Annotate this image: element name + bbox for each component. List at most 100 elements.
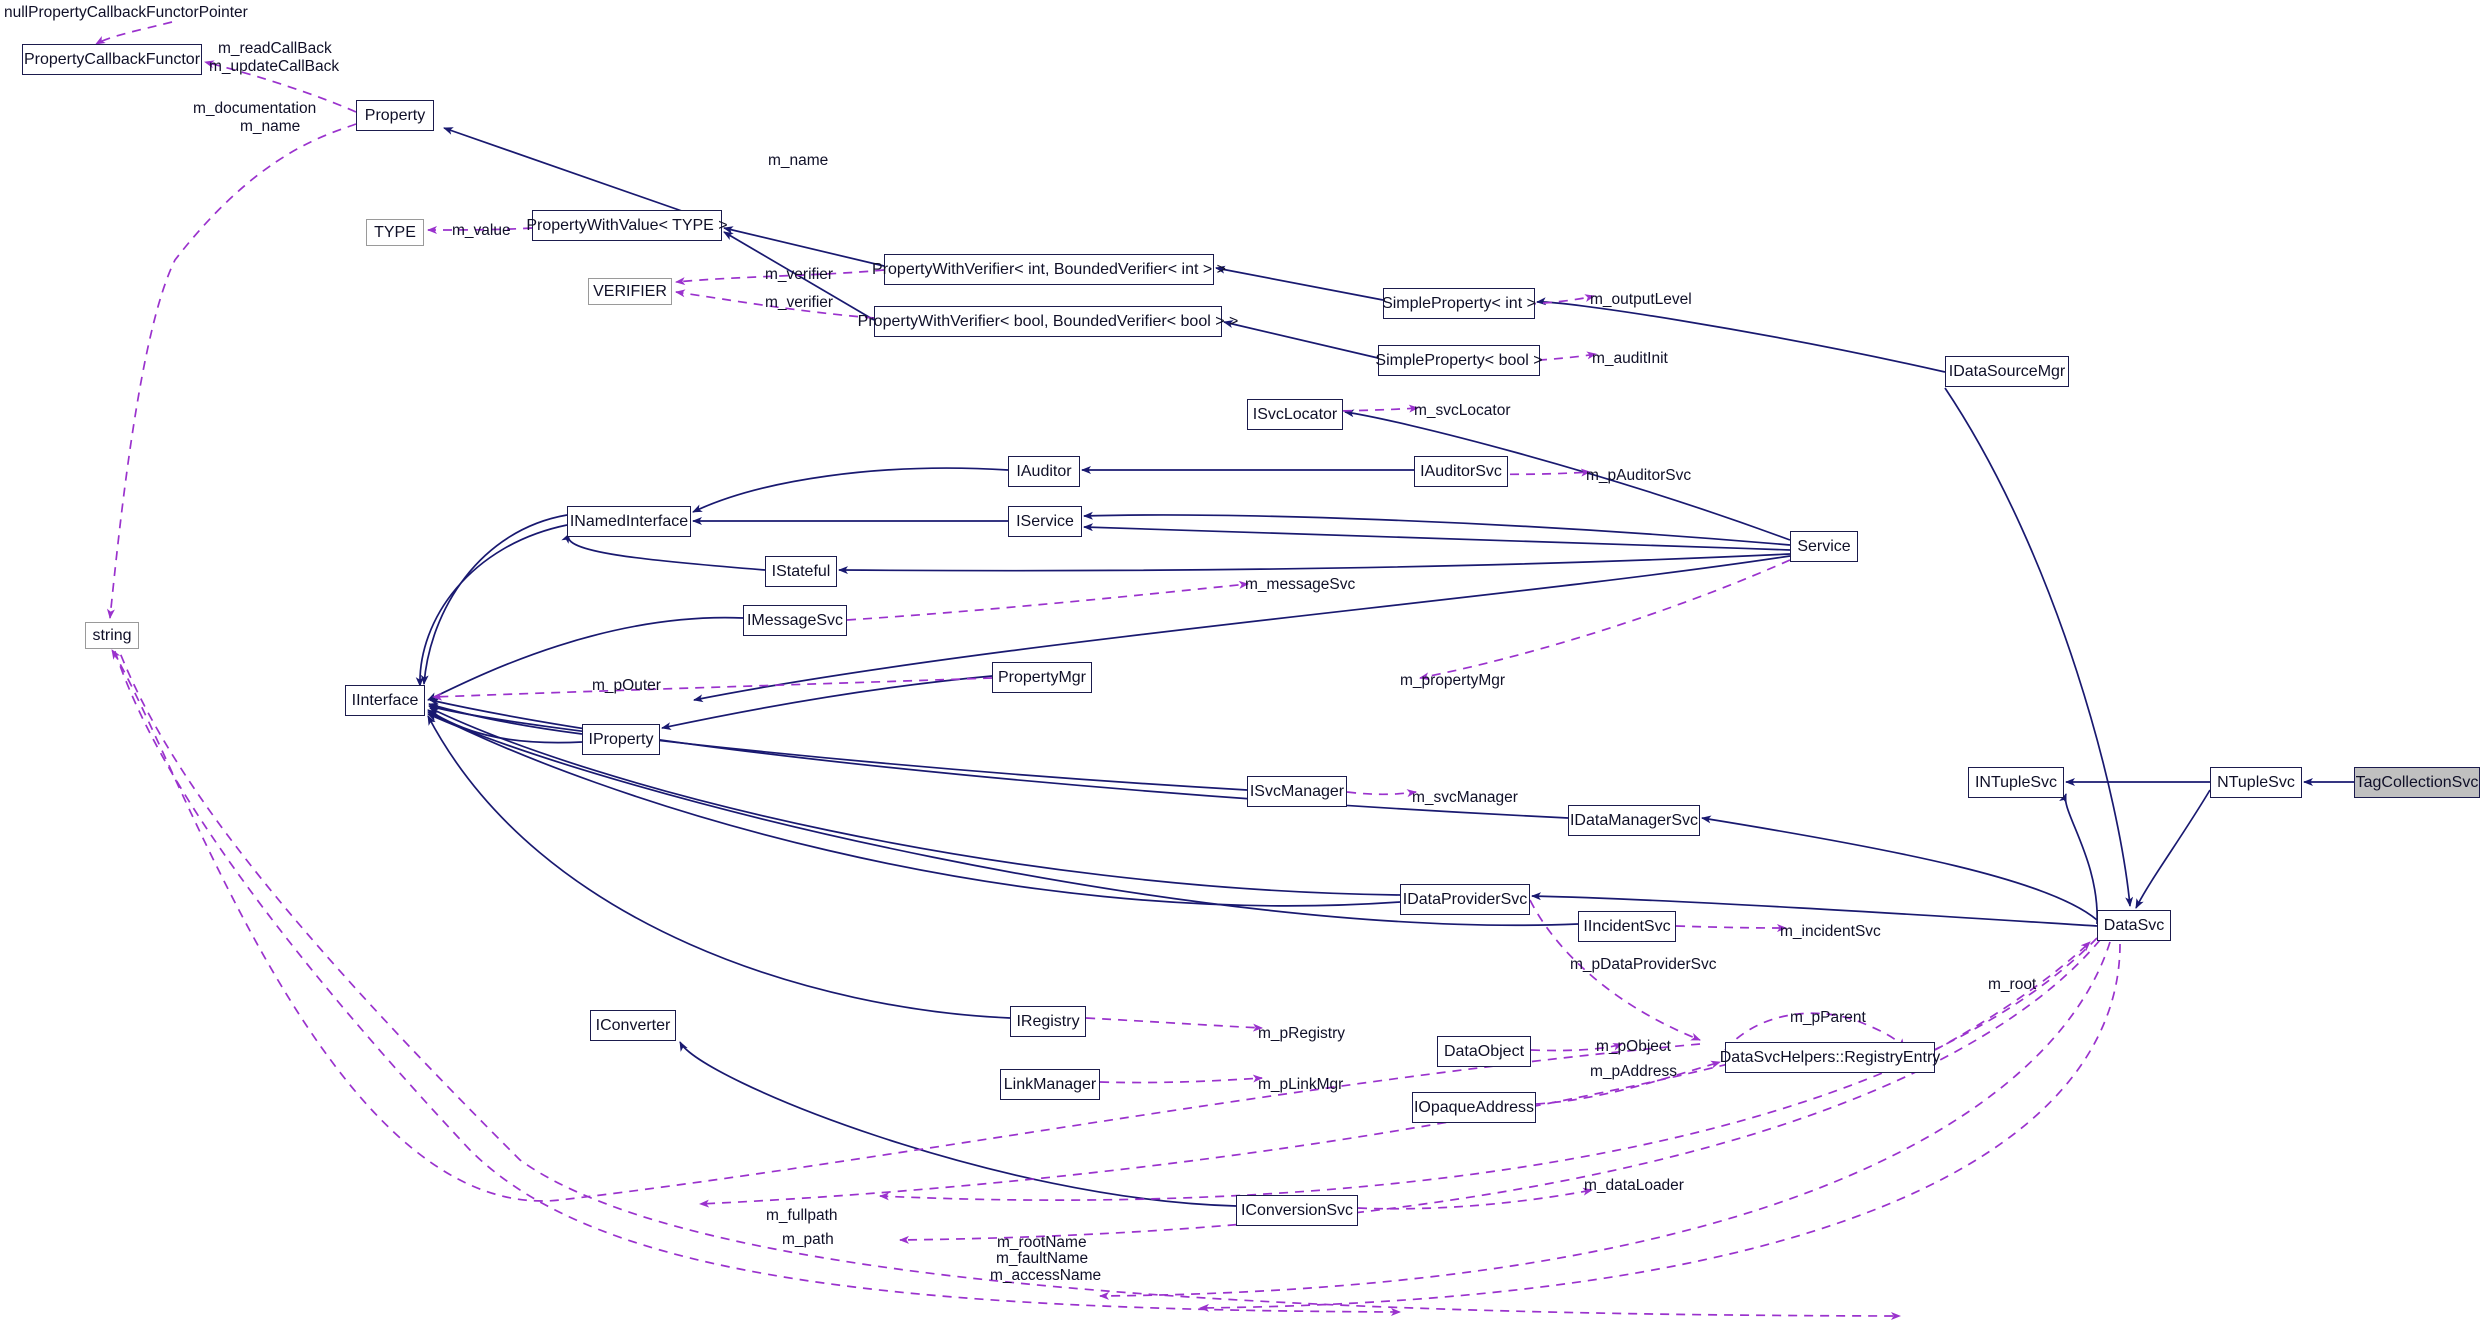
edge-label-m_pLinkMgr: m_pLinkMgr [1258, 1076, 1344, 1093]
class-node-PropertyCallbackFunctor[interactable]: PropertyCallbackFunctor [22, 44, 202, 75]
inheritance-edges [415, 127, 2354, 1207]
class-node-label: DataObject [1443, 1042, 1525, 1060]
class-node-INamedInterface[interactable]: INamedInterface [567, 506, 691, 537]
class-node-IService[interactable]: IService [1008, 506, 1082, 537]
class-node-label: PropertyWithVerifier< bool, BoundedVerif… [857, 312, 1239, 330]
class-node-Property[interactable]: Property [356, 100, 434, 131]
class-node-IAuditor[interactable]: IAuditor [1008, 456, 1080, 487]
class-node-DataObject[interactable]: DataObject [1437, 1036, 1531, 1067]
class-node-label: IAuditor [1016, 462, 1072, 480]
class-node-PWVbool[interactable]: PropertyWithVerifier< bool, BoundedVerif… [858, 306, 1238, 337]
edge-label-m_svcManager: m_svcManager [1412, 789, 1518, 806]
edge-label-m_svcLocator: m_svcLocator [1414, 402, 1511, 419]
edge-label-m_pOuter: m_pOuter [592, 677, 661, 694]
class-node-label: string [92, 626, 132, 644]
class-node-label: IOpaqueAddress [1413, 1098, 1535, 1116]
class-node-SimplePropertyInt[interactable]: SimpleProperty< int > [1382, 288, 1536, 319]
class-node-INTupleSvc[interactable]: INTupleSvc [1968, 767, 2064, 798]
edge-label-m_path: m_path [782, 1231, 834, 1248]
class-node-label: DataSvcHelpers::RegistryEntry [1719, 1048, 1941, 1066]
class-node-label: PropertyWithValue< TYPE > [526, 216, 728, 234]
class-node-TagCollectionSvc[interactable]: TagCollectionSvc [2354, 767, 2480, 798]
class-node-label: IService [1016, 512, 1074, 530]
class-node-IRegistry[interactable]: IRegistry [1010, 1006, 1086, 1037]
class-node-IDataManagerSvc[interactable]: IDataManagerSvc [1568, 805, 1700, 836]
class-node-VERIFIER[interactable]: VERIFIER [588, 278, 672, 305]
class-node-LinkManager[interactable]: LinkManager [1000, 1069, 1100, 1100]
edge-label-m_pRegistry: m_pRegistry [1258, 1025, 1345, 1042]
class-node-IProperty[interactable]: IProperty [582, 724, 660, 755]
class-node-label: IMessageSvc [746, 611, 844, 629]
edge-label-m_messageSvc: m_messageSvc [1245, 576, 1356, 593]
class-node-label: IProperty [588, 730, 654, 748]
class-node-PropertyMgr[interactable]: PropertyMgr [992, 662, 1092, 693]
class-node-IAuditorSvc[interactable]: IAuditorSvc [1414, 456, 1508, 487]
edge-label-m_name_right: m_name [768, 152, 829, 169]
class-node-DataSvc[interactable]: DataSvc [2097, 910, 2171, 941]
class-node-IDataProviderSvc[interactable]: IDataProviderSvc [1400, 884, 1530, 915]
edge-label-m_fullpath: m_fullpath [766, 1207, 838, 1224]
class-node-label: SimpleProperty< int > [1382, 294, 1536, 312]
class-node-label: IRegistry [1016, 1012, 1080, 1030]
edge-label-m_faultName: m_faultName [996, 1250, 1089, 1267]
class-node-RegistryEntry[interactable]: DataSvcHelpers::RegistryEntry [1720, 1042, 1940, 1073]
edge-label-nullPropertyCallbackFunctorPointer: nullPropertyCallbackFunctorPointer [4, 4, 248, 21]
class-node-label: PropertyCallbackFunctor [23, 50, 201, 68]
edge-label-m_verifier_int: m_verifier [765, 266, 834, 283]
class-node-PropertyWithValue[interactable]: PropertyWithValue< TYPE > [526, 210, 728, 241]
edge-label-m_pAuditorSvc: m_pAuditorSvc [1586, 467, 1692, 484]
class-node-label: DataSvc [2103, 916, 2165, 934]
usage-edges [95, 21, 2121, 1320]
edge-label-m_pParent: m_pParent [1790, 1009, 1866, 1026]
class-node-IStateful[interactable]: IStateful [765, 556, 837, 587]
class-node-label: IDataSourceMgr [1948, 362, 2066, 380]
class-node-label: TYPE [374, 223, 416, 241]
class-node-label: TagCollectionSvc [2355, 773, 2479, 791]
class-node-label: IConverter [595, 1016, 671, 1034]
class-node-label: IInterface [351, 691, 419, 709]
edge-label-m_pDataProviderSvc: m_pDataProviderSvc [1570, 956, 1717, 973]
class-node-label: IAuditorSvc [1420, 462, 1502, 480]
edge-label-m_pObject: m_pObject [1596, 1038, 1671, 1055]
class-node-label: INTupleSvc [1974, 773, 2058, 791]
class-node-label: Property [364, 106, 426, 124]
class-node-IInterface[interactable]: IInterface [345, 685, 425, 716]
class-node-PWVint[interactable]: PropertyWithVerifier< int, BoundedVerifi… [872, 254, 1226, 285]
class-node-label: IStateful [771, 562, 831, 580]
class-node-label: ISvcLocator [1252, 405, 1338, 423]
class-node-NTupleSvc[interactable]: NTupleSvc [2210, 767, 2302, 798]
class-node-IMessageSvc[interactable]: IMessageSvc [743, 605, 847, 636]
edge-label-m_updateCallBack: m_updateCallBack [209, 58, 340, 75]
class-node-label: Service [1797, 537, 1851, 555]
edge-label-m_accessName: m_accessName [990, 1267, 1102, 1284]
class-node-label: ISvcManager [1249, 782, 1345, 800]
class-node-label: IIncidentSvc [1583, 917, 1671, 935]
class-node-ISvcManager[interactable]: ISvcManager [1247, 776, 1347, 807]
class-node-TYPE[interactable]: TYPE [366, 219, 424, 246]
edge-label-m_dataLoader: m_dataLoader [1584, 1177, 1684, 1194]
class-node-label: INamedInterface [569, 512, 689, 530]
class-node-IOpaqueAddress[interactable]: IOpaqueAddress [1412, 1092, 1536, 1123]
class-node-IDataSourceMgr[interactable]: IDataSourceMgr [1945, 356, 2069, 387]
edge-label-m_readCallBack: m_readCallBack [218, 40, 332, 57]
edge-label-m_name_prop: m_name [240, 118, 301, 135]
class-node-SimplePropertyBool[interactable]: SimpleProperty< bool > [1375, 345, 1543, 376]
edge-label-m_auditInit: m_auditInit [1592, 350, 1668, 367]
edge-label-m_value: m_value [452, 222, 511, 239]
edge-label-m_rootName: m_rootName [997, 1234, 1087, 1251]
class-node-ISvcLocator[interactable]: ISvcLocator [1247, 399, 1343, 430]
class-node-IConverter[interactable]: IConverter [590, 1010, 676, 1041]
class-node-label: IDataProviderSvc [1402, 890, 1528, 908]
class-node-IConversionSvc[interactable]: IConversionSvc [1236, 1195, 1358, 1226]
class-node-label: SimpleProperty< bool > [1375, 351, 1543, 369]
class-node-string[interactable]: string [85, 622, 139, 649]
class-node-IIncidentSvc[interactable]: IIncidentSvc [1578, 911, 1676, 942]
class-node-Service[interactable]: Service [1790, 531, 1858, 562]
class-node-label: PropertyWithVerifier< int, BoundedVerifi… [872, 260, 1226, 278]
class-node-label: IConversionSvc [1240, 1201, 1354, 1219]
edge-label-m_root: m_root [1988, 976, 2037, 993]
edge-label-m_incidentSvc: m_incidentSvc [1780, 923, 1881, 940]
edge-label-m_pAddress: m_pAddress [1590, 1063, 1678, 1080]
